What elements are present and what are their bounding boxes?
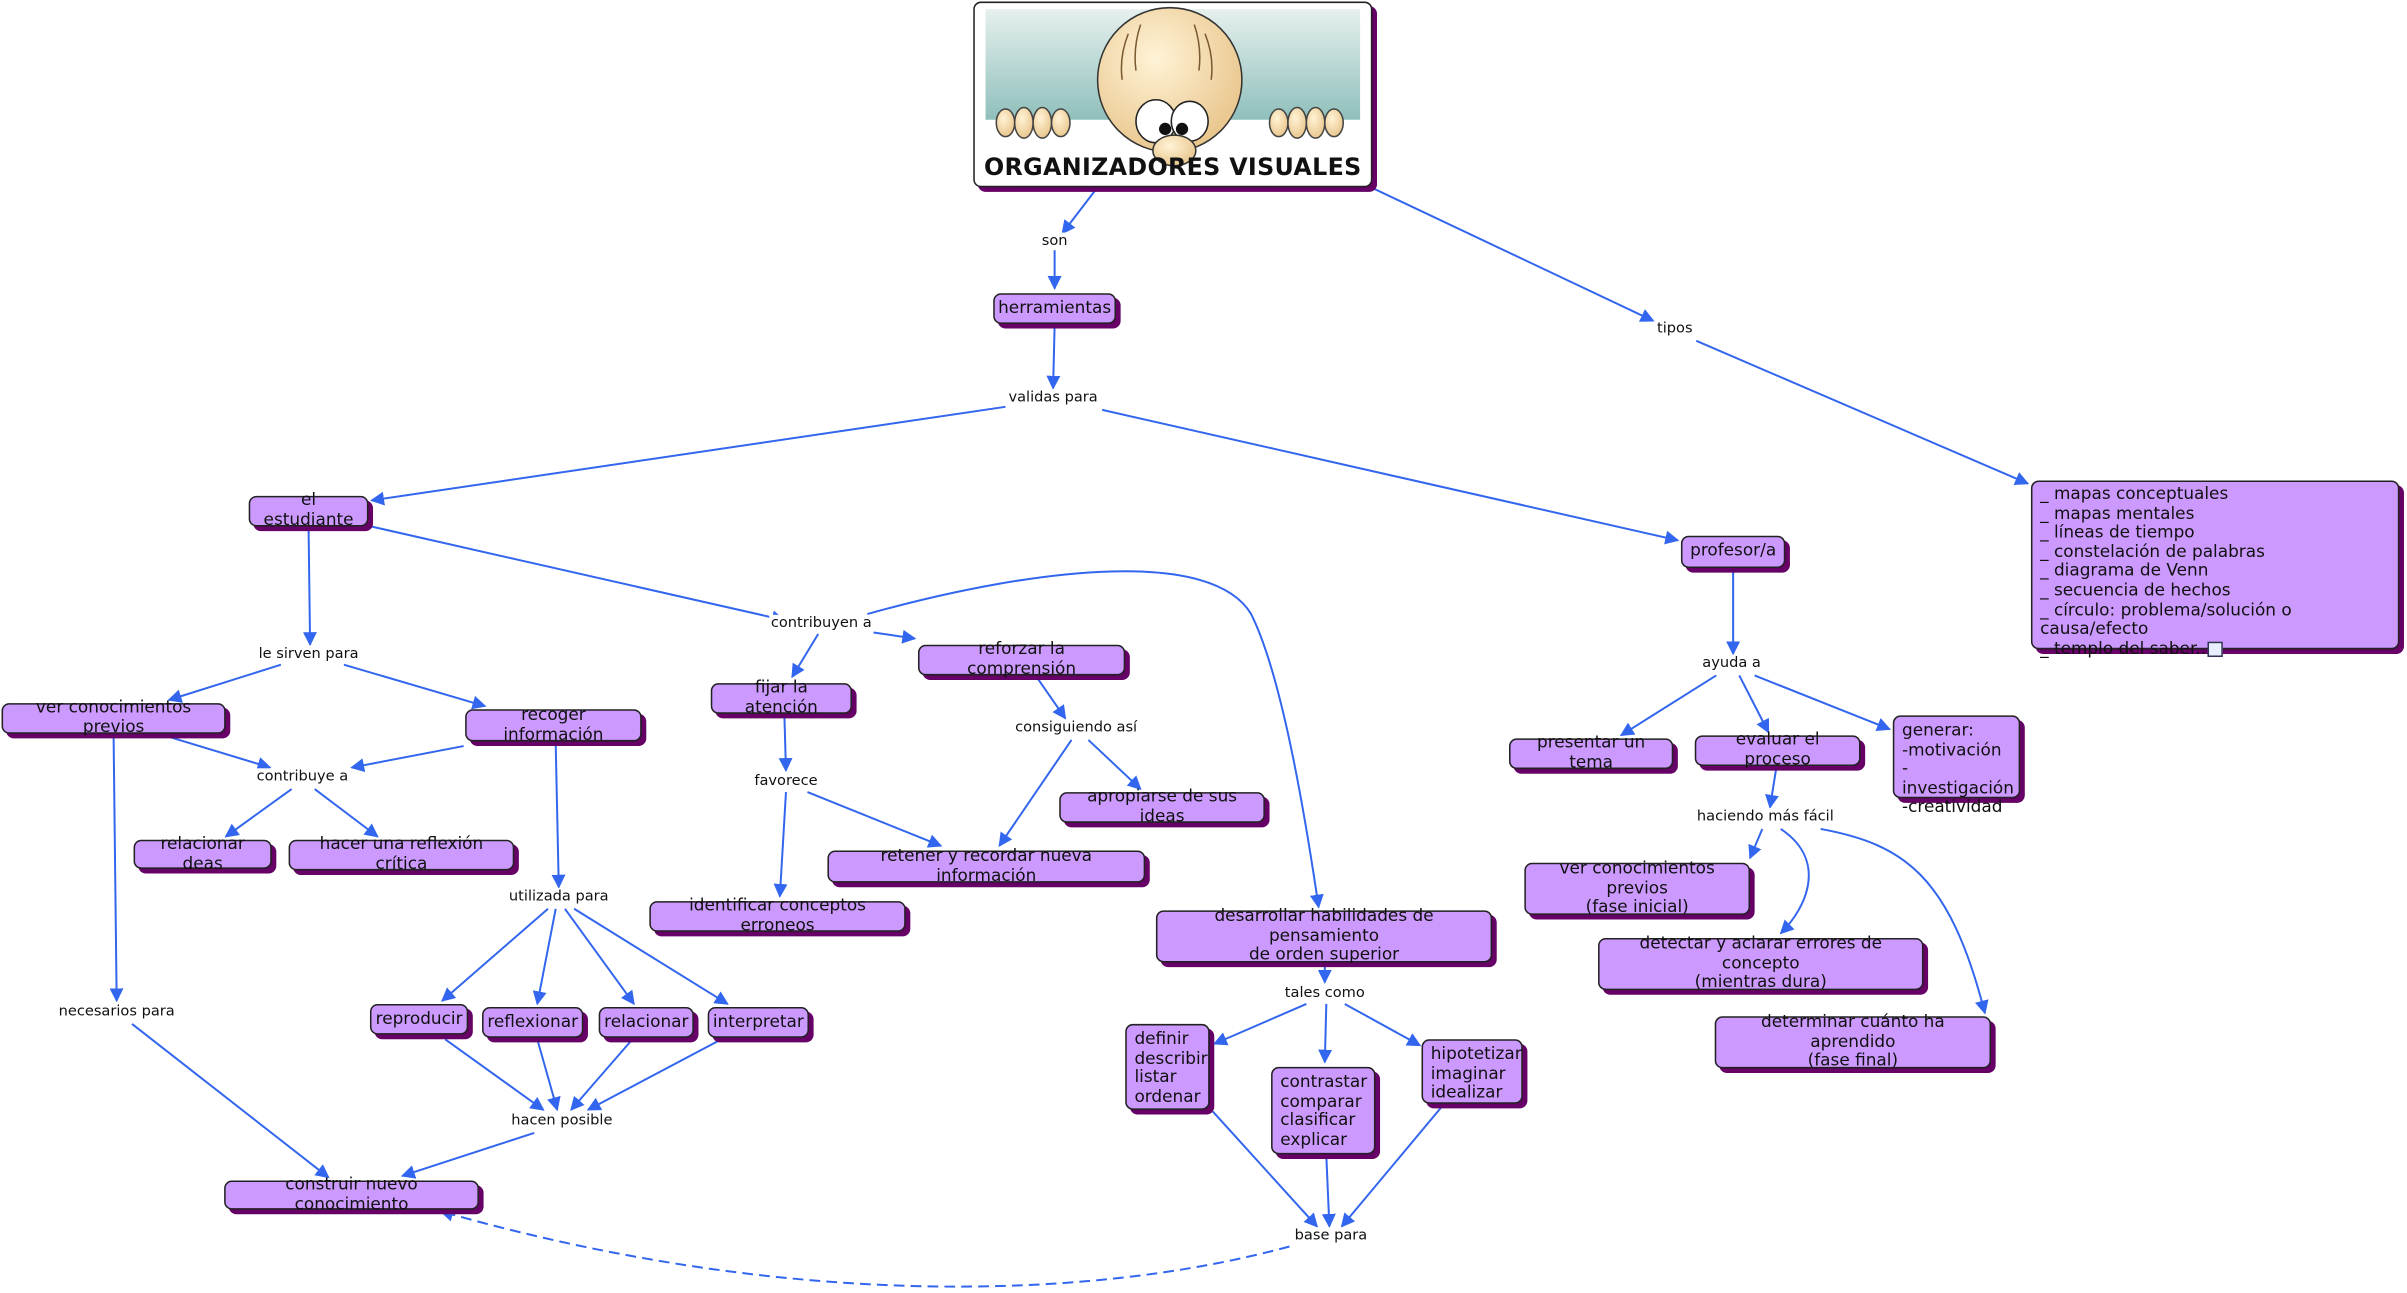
link-hacen-posible[interactable]: hacen posible xyxy=(509,1112,614,1130)
connector-arrow xyxy=(536,1038,561,1112)
connector-arrow xyxy=(400,1131,535,1179)
connector-arrow xyxy=(1370,186,1655,322)
node-identificar-conceptos[interactable]: identificar conceptos erroneos xyxy=(649,896,906,935)
node-determinar-aprendido[interactable]: determinar cuánto ha aprendido (fase fin… xyxy=(1714,1012,1992,1070)
connector-arrow xyxy=(1695,339,2030,485)
link-son[interactable]: son xyxy=(1040,232,1070,250)
node-apropiarse-ideas[interactable]: apropiarse de sus ideas xyxy=(1059,787,1265,826)
connector-arrow xyxy=(773,792,788,898)
connector-arrow xyxy=(1087,739,1142,790)
connector-arrow xyxy=(532,908,557,1006)
link-validas-para[interactable]: validas para xyxy=(1006,389,1100,407)
connector-arrow xyxy=(168,735,272,771)
connector-arrow xyxy=(1212,1003,1307,1046)
node-reproducir[interactable]: reproducir xyxy=(369,1003,469,1035)
connector-arrow xyxy=(867,570,1324,909)
link-necesarios-para[interactable]: necesarios para xyxy=(57,1003,177,1021)
link-favorece[interactable]: favorece xyxy=(752,772,820,790)
link-base-para[interactable]: base para xyxy=(1293,1227,1369,1245)
connector-arrow xyxy=(1619,674,1717,737)
connector-arrow xyxy=(1820,827,1989,1015)
cartoon-man-image xyxy=(985,6,1361,167)
connector-arrow xyxy=(1036,677,1067,720)
link-tipos[interactable]: tipos xyxy=(1655,320,1695,337)
node-fijar-atencion[interactable]: fijar la atención xyxy=(710,678,852,717)
node-ver-conocimientos-previos[interactable]: ver conocimientos previos xyxy=(1,698,226,737)
connector-arrow xyxy=(1321,1155,1336,1228)
node-reflexion-critica[interactable]: hacer una reflexión crítica xyxy=(288,834,515,873)
link-contribuye-a[interactable]: contribuye a xyxy=(255,768,350,786)
cross-link-dashed-arrow xyxy=(439,1207,1290,1288)
link-ayuda-a[interactable]: ayuda a xyxy=(1700,654,1763,672)
connector-arrow xyxy=(778,716,793,773)
connector-arrow xyxy=(314,788,379,838)
connector-arrow xyxy=(167,663,282,703)
connector-arrow xyxy=(1318,1003,1333,1064)
connector-arrow xyxy=(1748,828,1764,860)
connector-arrow xyxy=(371,525,786,625)
node-tipos-list[interactable]: _ mapas conceptuales _ mapas mentales _ … xyxy=(2030,480,2400,658)
connector-arrow xyxy=(441,908,549,1002)
link-utilizada-para[interactable]: utilizada para xyxy=(507,888,611,905)
node-recoger-informacion[interactable]: recoger información xyxy=(465,705,642,743)
connector-arrow xyxy=(350,745,464,773)
node-interpretar[interactable]: interpretar xyxy=(707,1007,809,1038)
connector-arrow xyxy=(131,1023,330,1179)
connector-arrow xyxy=(586,1038,722,1111)
connector-arrow xyxy=(302,526,317,647)
connector-arrow xyxy=(791,633,820,679)
node-presentar-tema[interactable]: presentar un tema xyxy=(1509,733,1674,772)
connector-arrow xyxy=(573,907,729,1005)
map-title: ORGANIZADORES VISUALES xyxy=(983,153,1362,182)
connector-arrow xyxy=(1340,1104,1444,1228)
node-reflexionar[interactable]: reflexionar xyxy=(482,1007,584,1038)
node-desarrollar-habilidades[interactable]: desarrollar habilidades de pensamiento d… xyxy=(1155,906,1493,964)
node-herramientas[interactable]: herramientas xyxy=(993,293,1117,324)
connector-arrow xyxy=(1344,1003,1422,1047)
node-el-estudiante[interactable]: el estudiante xyxy=(248,491,369,529)
node-fase-inicial[interactable]: ver conocimientos previos (fase inicial) xyxy=(1524,859,1751,917)
connector-arrow xyxy=(1779,828,1810,935)
connector-arrow xyxy=(224,788,293,838)
connector-arrow xyxy=(1765,768,1779,809)
link-consiguiendo-asi[interactable]: consiguiendo así xyxy=(1013,719,1139,737)
node-retener-recordar[interactable]: retener y recordar nueva información xyxy=(827,846,1146,885)
connector-arrow xyxy=(998,739,1073,847)
node-profesor[interactable]: profesor/a xyxy=(1680,535,1786,568)
title-node[interactable]: ORGANIZADORES VISUALES xyxy=(973,1,1373,188)
connector-arrow xyxy=(564,908,635,1006)
node-relacionar[interactable]: relacionar xyxy=(598,1007,694,1038)
connector-arrow xyxy=(1101,408,1680,545)
connector-arrow xyxy=(1754,674,1892,732)
connector-arrow xyxy=(873,629,917,644)
connector-arrow xyxy=(370,405,1006,506)
link-le-sirven-para[interactable]: le sirven para xyxy=(257,645,361,663)
connector-arrow xyxy=(1738,674,1770,734)
node-relacionar-deas[interactable]: relacionar deas xyxy=(133,834,272,872)
node-detectar-errores[interactable]: detectar y aclarar errores de concepto (… xyxy=(1598,934,1924,992)
node-generar[interactable]: generar: -motivación -investigación -cre… xyxy=(1892,715,2021,817)
node-definir[interactable]: definir describir listar ordenar xyxy=(1125,1023,1210,1110)
connector-arrow xyxy=(109,736,124,1003)
node-contrastar[interactable]: contrastar comparar clasificar explicar xyxy=(1271,1066,1376,1155)
link-tales-como[interactable]: tales como xyxy=(1283,984,1367,1002)
connector-arrow xyxy=(1211,1110,1319,1228)
connector-arrow xyxy=(570,1038,634,1111)
connector-arrow xyxy=(444,1038,545,1111)
link-haciendo-mas-facil[interactable]: haciendo más fácil xyxy=(1695,808,1836,826)
connector-arrow xyxy=(551,744,566,889)
connector-arrow xyxy=(807,791,943,848)
node-evaluar-proceso[interactable]: evaluar el proceso xyxy=(1694,730,1861,769)
connector-arrow xyxy=(1061,186,1099,235)
attached-resource-icon[interactable] xyxy=(2207,641,2223,658)
connector-arrow xyxy=(1046,325,1061,390)
node-construir-conocimiento[interactable]: construir nuevo conocimiento xyxy=(224,1175,479,1213)
link-contribuyen-a[interactable]: contribuyen a xyxy=(769,614,874,632)
connector-arrow xyxy=(343,663,487,710)
node-reforzar-comprension[interactable]: reforzar la comprensión xyxy=(917,640,1126,678)
node-hipotetizar[interactable]: hipotetizar imaginar idealizar xyxy=(1421,1039,1523,1104)
